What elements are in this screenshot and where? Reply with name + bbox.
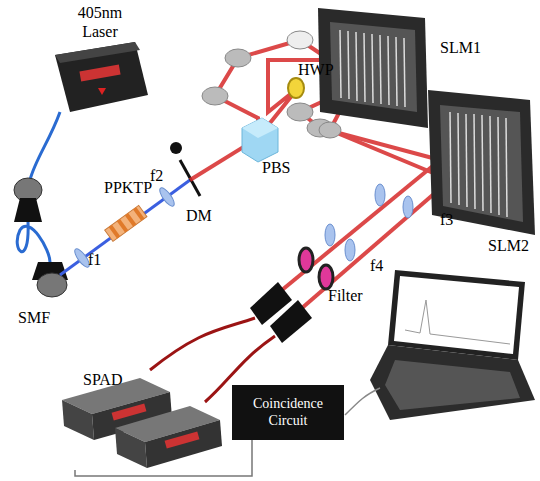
lens	[325, 184, 413, 261]
fiber	[150, 318, 255, 370]
part-label: SLM2	[488, 238, 529, 254]
part-label: f3	[440, 212, 453, 228]
fiber	[17, 222, 50, 262]
part-label: HWP	[298, 62, 334, 78]
polarizing-beam-splitter	[242, 118, 278, 162]
node-label: Coincidence Circuit	[232, 396, 344, 430]
pump-beam	[60, 180, 190, 275]
fiber-coupler	[250, 282, 312, 343]
ppktp-crystal	[105, 205, 147, 241]
lens	[157, 186, 176, 209]
part-label: f4	[370, 258, 383, 274]
part-label: DM	[186, 208, 212, 224]
half-wave-plate	[288, 78, 304, 98]
laser-body	[55, 42, 148, 112]
part-label: PPKTP	[104, 180, 152, 196]
fiber	[30, 112, 60, 180]
fiber-coupler	[32, 262, 68, 297]
detector-group: SPAD	[55, 370, 225, 470]
coincidence-box: Coincidence Circuit	[232, 385, 344, 440]
node-label: SPAD	[55, 370, 122, 389]
detector-body	[115, 406, 222, 468]
signal-cable	[75, 440, 252, 476]
laser-source: 405nm Laser	[50, 2, 150, 42]
slm-panel	[428, 90, 535, 235]
cable	[345, 388, 380, 415]
node-label: 405nm Laser	[65, 3, 135, 41]
part-label: f1	[88, 252, 101, 268]
slm-panel	[318, 8, 428, 128]
part-label: Filter	[328, 288, 363, 304]
laptop	[370, 270, 535, 420]
beam-dump	[170, 142, 182, 154]
filter	[299, 248, 333, 289]
part-label: f2	[150, 168, 163, 184]
part-label: SMF	[18, 310, 50, 326]
part-label: PBS	[262, 160, 290, 176]
fiber-coupler	[14, 178, 42, 222]
part-label: SLM1	[440, 40, 481, 56]
